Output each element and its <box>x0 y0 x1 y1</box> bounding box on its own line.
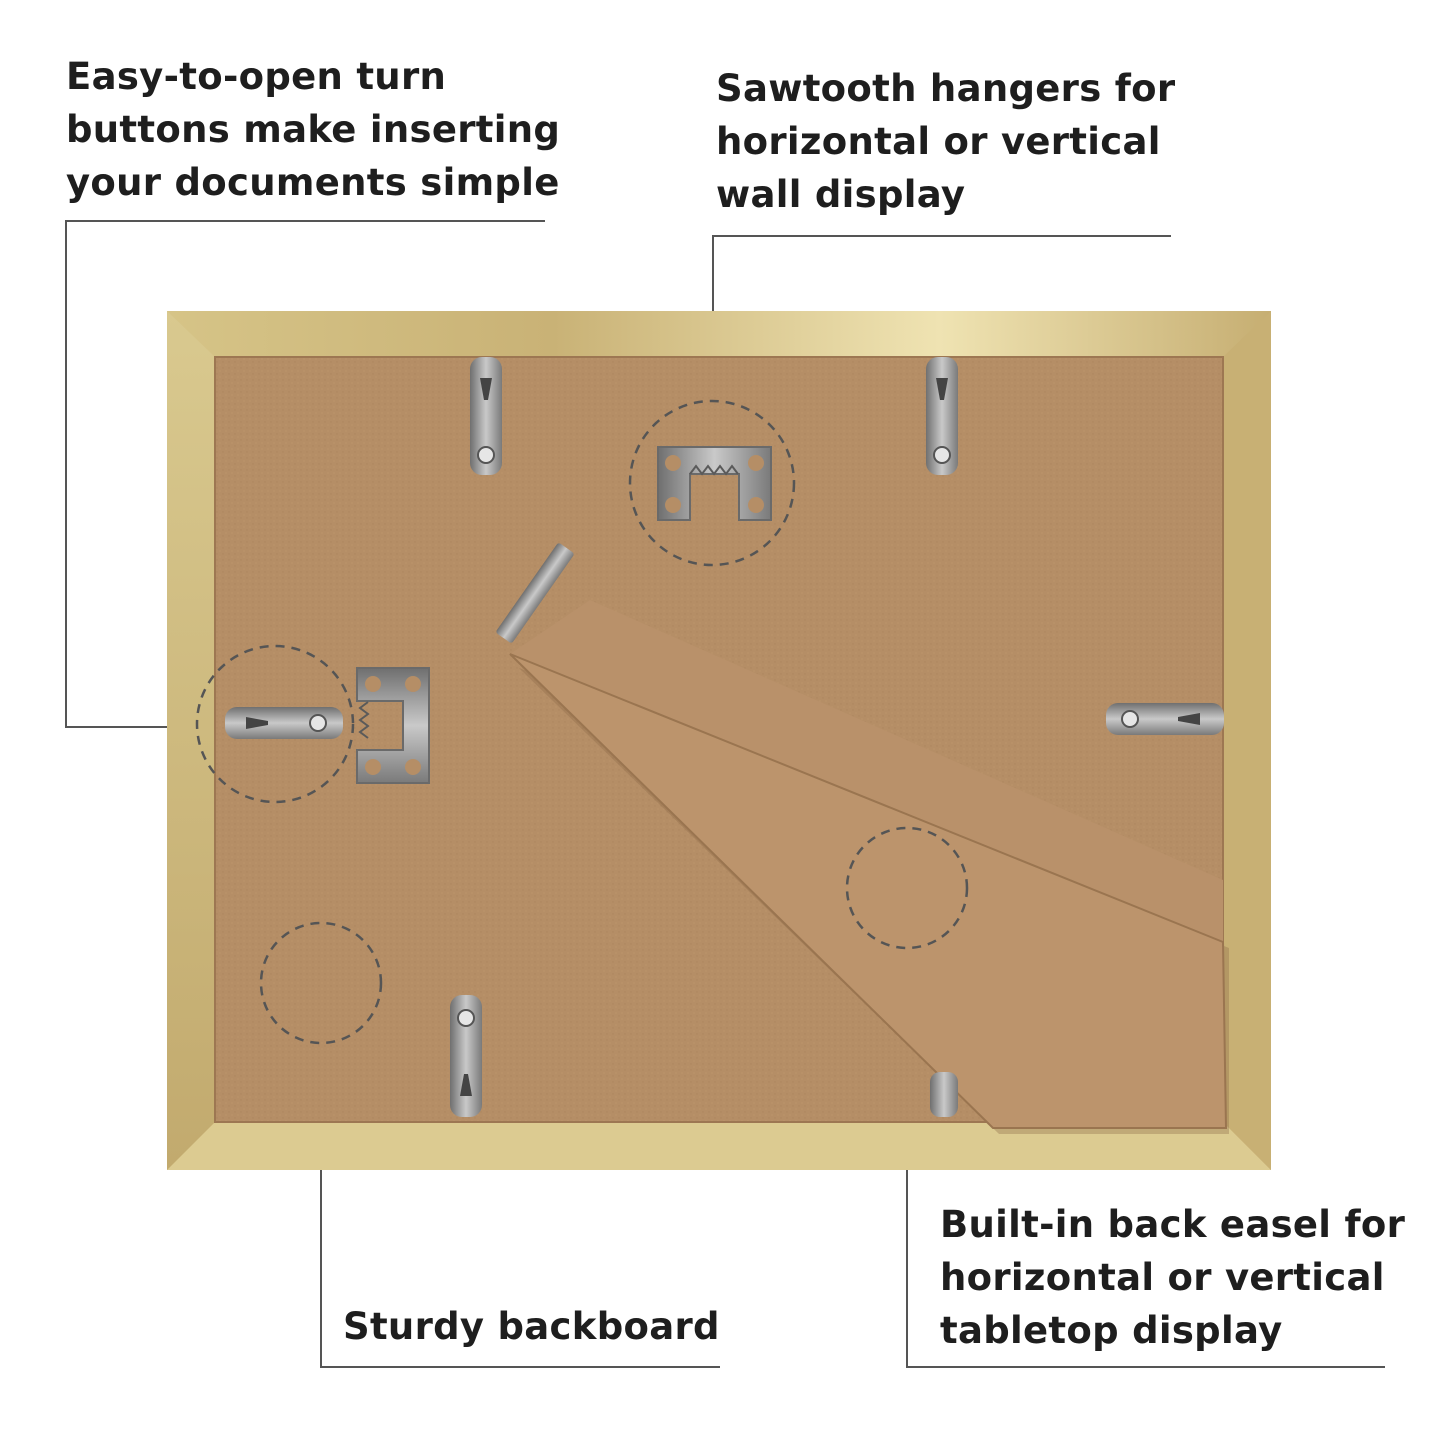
callout-line: horizontal or vertical <box>716 120 1161 163</box>
leader-turn-buttons <box>65 220 545 728</box>
callout-line: Easy-to-open turn <box>66 55 447 98</box>
highlight-easel <box>845 826 969 950</box>
turn-button-bottom-left <box>450 995 482 1117</box>
callout-line: Sturdy backboard <box>343 1305 720 1348</box>
callout-line: your documents simple <box>66 161 560 204</box>
sawtooth-hanger-top <box>657 446 772 521</box>
easel-hinge <box>496 543 574 643</box>
callout-line: buttons make inserting <box>66 108 561 151</box>
turn-button-top-left <box>470 357 502 475</box>
turn-button-left <box>225 707 343 739</box>
callout-easel: Built-in back easel for horizontal or ve… <box>940 1198 1405 1357</box>
turn-button-bottom-right <box>930 1072 958 1117</box>
highlight-backboard <box>259 921 383 1045</box>
sawtooth-hanger-left <box>356 667 430 784</box>
callout-line: horizontal or vertical <box>940 1256 1385 1299</box>
highlight-sawtooth <box>628 399 796 567</box>
easel-panel <box>496 543 1229 1134</box>
highlight-circles <box>195 399 969 1045</box>
callout-line: wall display <box>716 173 966 216</box>
callout-line: tabletop display <box>940 1309 1283 1352</box>
turn-button-top-right <box>926 357 958 475</box>
callout-backboard: Sturdy backboard <box>343 1300 720 1353</box>
highlight-turn-button <box>195 644 355 804</box>
turn-button-right <box>1106 703 1224 735</box>
callout-line: Sawtooth hangers for <box>716 67 1176 110</box>
callout-turn-buttons: Easy-to-open turn buttons make inserting… <box>66 50 560 209</box>
callout-sawtooth-hangers: Sawtooth hangers for horizontal or verti… <box>716 62 1175 221</box>
callout-line: Built-in back easel for <box>940 1203 1406 1246</box>
